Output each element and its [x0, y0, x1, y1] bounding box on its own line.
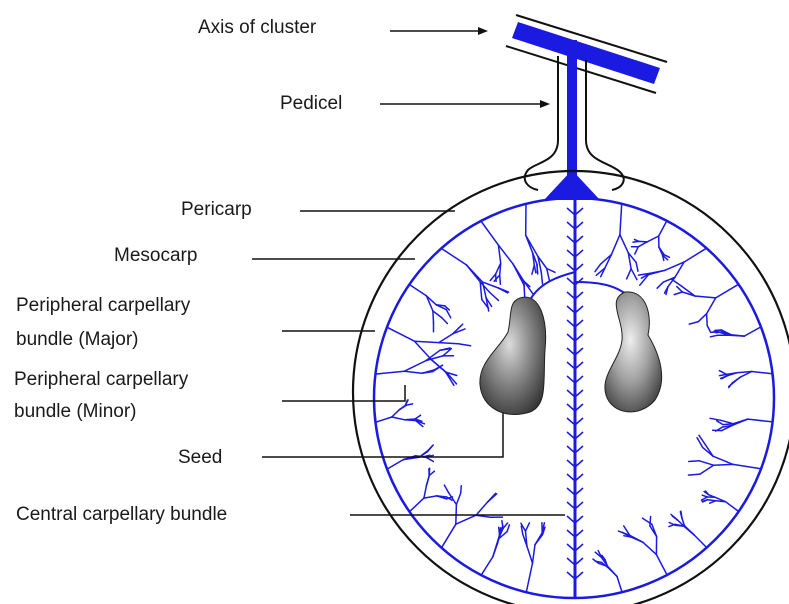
- right-seed-funiculus: [575, 282, 628, 296]
- pedicel-bundle-base: [544, 170, 600, 200]
- label-axis-of-cluster: Axis of cluster: [198, 16, 316, 40]
- right-seed: [605, 292, 662, 412]
- pericarp-outline: [353, 171, 789, 604]
- label-central-carpellary-bundle: Central carpellary bundle: [16, 503, 227, 527]
- label-peripheral-major-line2: bundle (Major): [16, 328, 139, 352]
- label-pedicel: Pedicel: [280, 92, 342, 116]
- label-mesocarp: Mesocarp: [114, 244, 197, 268]
- label-peripheral-minor-line2: bundle (Minor): [14, 400, 137, 424]
- label-peripheral-major-line1: Peripheral carpellary: [16, 294, 190, 318]
- left-seed-funiculus: [530, 272, 575, 300]
- label-seed: Seed: [178, 446, 222, 470]
- pedicel-bundle: [567, 40, 577, 190]
- label-pericarp: Pericarp: [181, 198, 252, 222]
- label-peripheral-minor-line1: Peripheral carpellary: [14, 368, 188, 392]
- left-seed: [480, 297, 546, 414]
